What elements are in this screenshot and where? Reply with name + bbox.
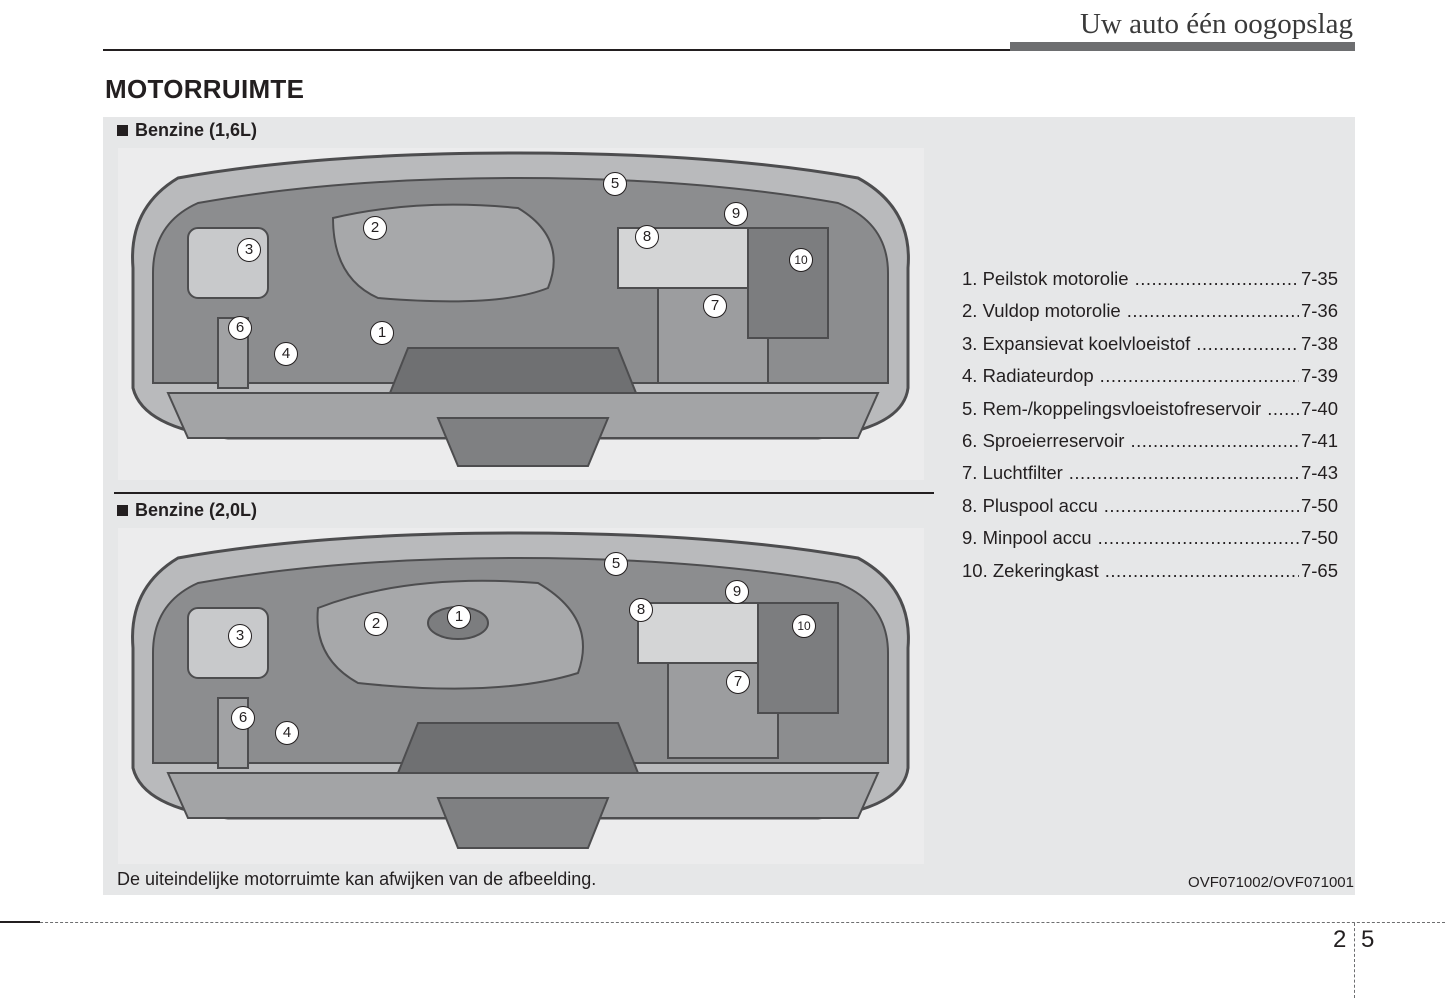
footer-dashed-rule xyxy=(0,922,1445,923)
callout-10: 10 xyxy=(789,248,813,272)
figure-label-2: Benzine (2,0L) xyxy=(117,500,257,521)
callout-3: 3 xyxy=(237,238,261,262)
legend-item: 1. Peilstok motorolie7-35 xyxy=(962,268,1338,300)
callout-3: 3 xyxy=(228,624,252,648)
legend-item: 4. Radiateurdop7-39 xyxy=(962,365,1338,397)
legend-item: 2. Vuldop motorolie7-36 xyxy=(962,300,1338,332)
callout-2: 2 xyxy=(364,612,388,636)
legend-item: 9. Minpool accu7-50 xyxy=(962,527,1338,559)
callout-10: 10 xyxy=(792,614,816,638)
footer-rule-start xyxy=(0,921,40,923)
callout-7: 7 xyxy=(726,670,750,694)
component-legend: 1. Peilstok motorolie7-35 2. Vuldop moto… xyxy=(962,268,1338,592)
callout-5: 5 xyxy=(603,172,627,196)
legend-item: 3. Expansievat koelvloeistof7-38 xyxy=(962,333,1338,365)
callout-8: 8 xyxy=(629,598,653,622)
square-bullet-icon xyxy=(117,125,128,136)
figure-divider xyxy=(114,492,934,494)
image-code: OVF071002/OVF071001 xyxy=(1188,874,1354,891)
callout-2: 2 xyxy=(363,216,387,240)
figure-label-1: Benzine (1,6L) xyxy=(117,120,257,141)
callout-6: 6 xyxy=(228,316,252,340)
engine-illustration-1 xyxy=(118,148,924,480)
running-header: Uw auto één oogopslag xyxy=(1079,8,1353,40)
legend-item: 10. Zekeringkast7-65 xyxy=(962,560,1338,592)
callout-7: 7 xyxy=(703,294,727,318)
callout-4: 4 xyxy=(275,721,299,745)
header-rule xyxy=(103,49,1355,51)
callout-4: 4 xyxy=(274,342,298,366)
page-number: 5 xyxy=(1361,926,1375,953)
header-bar xyxy=(1010,42,1355,51)
callout-6: 6 xyxy=(231,706,255,730)
square-bullet-icon xyxy=(117,505,128,516)
page-chapter: 2 xyxy=(1333,926,1347,953)
section-title: MOTORRUIMTE xyxy=(105,74,305,104)
legend-item: 8. Pluspool accu7-50 xyxy=(962,495,1338,527)
figure-caption: De uiteindelijke motorruimte kan afwijke… xyxy=(117,869,597,889)
legend-item: 6. Sproeierreservoir7-41 xyxy=(962,430,1338,462)
legend-item: 7. Luchtfilter7-43 xyxy=(962,462,1338,494)
callout-1: 1 xyxy=(370,321,394,345)
callout-9: 9 xyxy=(724,202,748,226)
engine-illustration-2 xyxy=(118,528,924,864)
page-number-divider xyxy=(1354,923,1355,998)
callout-9: 9 xyxy=(725,580,749,604)
callout-1: 1 xyxy=(447,605,471,629)
callout-8: 8 xyxy=(635,225,659,249)
legend-item: 5. Rem-/koppelingsvloeistofreservoir7-40 xyxy=(962,398,1338,430)
callout-5: 5 xyxy=(604,552,628,576)
